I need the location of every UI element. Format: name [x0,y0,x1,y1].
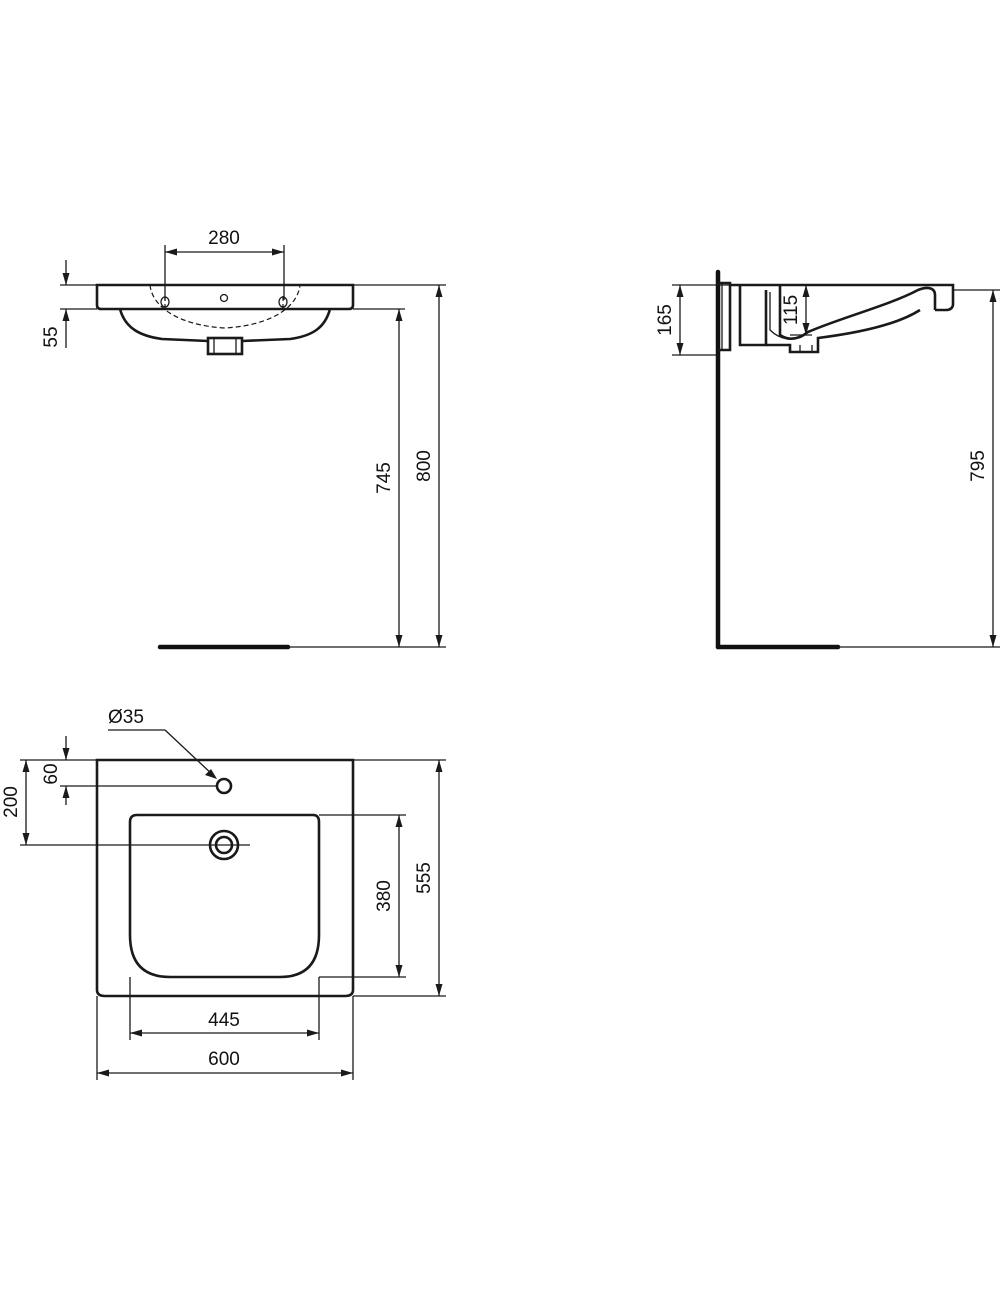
side-view: 165 115 795 [655,269,1000,650]
side-basin-outline [718,281,955,354]
dim-bowl-width: 445 [129,977,320,1040]
dim-waste-offset: 200 [1,759,250,846]
top-basin-outline [95,758,355,998]
dim-label-d35: Ø35 [108,707,144,728]
dim-label-60: 60 [41,763,62,784]
front-basin-outline [95,283,355,356]
tap-hole-icon [219,293,229,303]
dim-rim-to-floor: 745 [353,308,405,647]
dim-overall-depth: 555 [353,759,446,997]
dim-height-to-floor: 795 [953,289,1000,647]
dim-basin-height: 165 [655,284,730,356]
top-view: Ø35 60 200 [1,707,446,1080]
dim-label-115: 115 [781,295,802,325]
front-view: 280 55 745 800 [41,228,446,650]
dim-rim-thickness: 55 [41,260,97,348]
dim-label-445: 445 [208,1010,240,1031]
dim-label-200: 200 [1,786,22,818]
dim-label-795: 795 [968,450,989,482]
dim-bowl-depth: 380 [319,814,406,978]
dim-top-to-floor: 800 [353,284,446,647]
dim-label-600: 600 [208,1049,240,1070]
tap-hole-icon [215,777,233,795]
dim-tap-hole-offset: 60 [41,736,217,805]
dim-label-280: 280 [208,228,240,249]
dim-label-55: 55 [41,326,62,347]
dim-label-165: 165 [655,304,676,336]
dim-label-380: 380 [374,880,395,912]
dim-label-555: 555 [414,862,435,894]
dim-waste-depth: 115 [780,284,812,336]
dim-label-800: 800 [414,450,435,482]
dim-overall-width: 600 [96,996,354,1080]
dim-tap-hole-diameter: Ø35 [108,707,217,779]
dim-label-745: 745 [374,462,395,494]
dim-tap-hole-spacing: 280 [164,228,285,300]
